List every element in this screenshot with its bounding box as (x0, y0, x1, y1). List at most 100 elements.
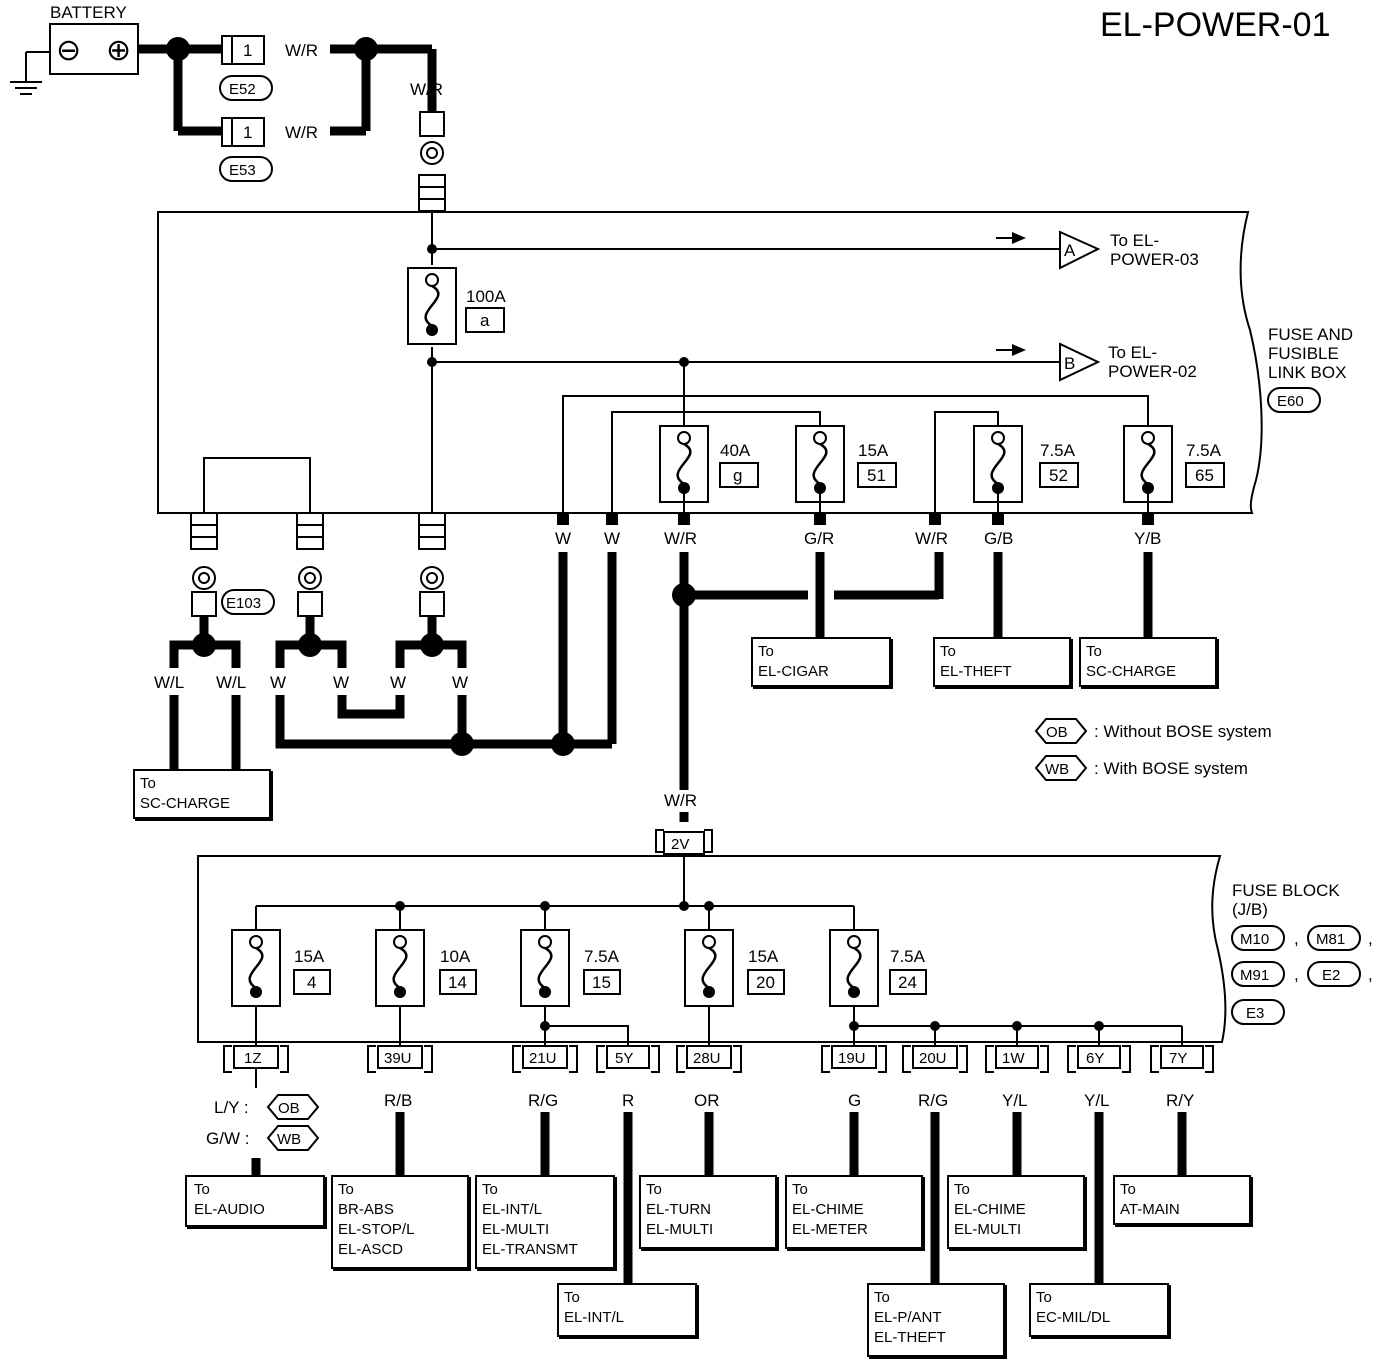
dest-el-chime-multi: To EL-CHIME EL-MULTI (947, 1175, 1085, 1249)
battery-minus-icon: ⊖ (56, 34, 81, 67)
dest-el-turn: To EL-TURN EL-MULTI (639, 1175, 777, 1249)
audio-wire-code: WB (277, 1131, 301, 1148)
wire-label: OR (694, 1091, 720, 1110)
dest-line: EL-CIGAR (758, 663, 829, 680)
pin-label: 1W (1002, 1050, 1025, 1067)
dest-line: To (940, 643, 956, 660)
pin-28u: 28U (676, 1045, 742, 1073)
dest-line: EL-CHIME (954, 1201, 1026, 1218)
connector-m81: M81 (1316, 931, 1345, 948)
separator: , (1294, 965, 1299, 984)
trunk-wire-label: W/R (664, 791, 697, 810)
dest-line: EC-MIL/DL (1036, 1309, 1110, 1326)
wire-label: R/G (918, 1091, 948, 1110)
wire-label: W/L (216, 673, 246, 692)
fuse-id: g (733, 466, 742, 485)
fuse-100a: 100A a (406, 266, 506, 346)
dest-line: EL-INT/L (564, 1309, 624, 1326)
main-feed-wire-label: W/R (410, 80, 443, 99)
wire-label: Y/L (1002, 1091, 1028, 1110)
link-box-wire-labels: W W W/R G/R W/R G/B Y/B (555, 529, 1161, 548)
dest-line: To (140, 775, 156, 792)
fusible-link-e52: 1 W/R E52 (219, 35, 318, 101)
main-feed: W/R (410, 80, 446, 212)
dest-line: To (954, 1181, 970, 1198)
output-marker-a: A To EL- POWER-03 (996, 230, 1199, 270)
battery-plus-icon: ⊕ (106, 34, 131, 67)
dest-el-cigar: To EL-CIGAR (751, 637, 891, 687)
pin-39u: 39U (367, 1045, 433, 1073)
pin-label: 39U (384, 1050, 412, 1067)
separator: , (1294, 929, 1299, 948)
dest-line: To (792, 1181, 808, 1198)
fuse-7-5a-65: 7.5A 65 (1122, 424, 1225, 513)
audio-wire-color: L/Y : (214, 1098, 249, 1117)
legend-code: OB (1046, 724, 1068, 741)
dest-line: AT-MAIN (1120, 1201, 1180, 1218)
pin-label: 1Z (244, 1050, 262, 1067)
marker-letter: A (1064, 241, 1076, 260)
fuse-block-input-pin: 2V (671, 836, 689, 853)
dest-line: To (1120, 1181, 1136, 1198)
fuse-rating: 100A (466, 287, 506, 306)
output-dest-1: To EL- (1108, 343, 1157, 362)
fuse-block-wire-labels: R/B R/G R OR G R/G Y/L Y/L R/Y L/Y : OB … (206, 1091, 1194, 1151)
dest-el-p-ant: To EL-P/ANT EL-THEFT (867, 1283, 1005, 1357)
pin-1z: 1Z (223, 1045, 289, 1073)
wire-label: Y/B (1134, 529, 1161, 548)
dest-line: EL-TRANSMT (482, 1241, 578, 1258)
fuse-rating: 15A (748, 947, 779, 966)
dest-line: EL-AUDIO (194, 1201, 265, 1218)
fuse-15a-4: 15A 4 (230, 928, 331, 1008)
separator: , (1368, 929, 1373, 948)
dest-line: EL-INT/L (482, 1201, 542, 1218)
fuse-rating: 40A (720, 441, 751, 460)
wire-label: Y/L (1084, 1091, 1110, 1110)
wire-label: R/B (384, 1091, 412, 1110)
fuse-10a-14: 10A 14 (374, 928, 477, 1008)
dest-line: To (564, 1289, 580, 1306)
wire-label: R/Y (1166, 1091, 1194, 1110)
fuse-block-label-2: (J/B) (1232, 900, 1268, 919)
wire-label: G (848, 1091, 861, 1110)
audio-wire-color: G/W : (206, 1129, 249, 1148)
wire-label: W (604, 529, 620, 548)
wire-label: G/R (804, 529, 834, 548)
fuse-15a-51: 15A 51 (794, 424, 897, 513)
fuse-rating: 7.5A (584, 947, 620, 966)
fuse-block-pins: 1Z 39U 21U 5Y 28U 19U (223, 1045, 1214, 1073)
fuse-id: 14 (448, 973, 467, 992)
fuse-id: 15 (592, 973, 611, 992)
legend-code: WB (1045, 761, 1069, 778)
wire-label: R/G (528, 1091, 558, 1110)
fuse-id: 65 (1195, 466, 1214, 485)
dest-el-audio: To EL-AUDIO (185, 1175, 325, 1227)
dest-line: SC-CHARGE (140, 795, 230, 812)
dest-line: EL-METER (792, 1221, 868, 1238)
fuse-id: 24 (898, 973, 917, 992)
dest-line: To (338, 1181, 354, 1198)
connector-e103: E103 (226, 595, 261, 612)
battery: BATTERY ⊖ ⊕ (49, 3, 139, 75)
dest-line: EL-P/ANT (874, 1309, 942, 1326)
fuse-id: 51 (867, 466, 886, 485)
wire-label: G/B (984, 529, 1013, 548)
fuse-block: FUSE BLOCK (J/B) M10 , M81 , M91 , E2 , … (197, 854, 1373, 1046)
fuse-7-5a-24: 7.5A 24 (828, 928, 927, 1008)
dest-el-chime-meter: To EL-CHIME EL-METER (785, 1175, 923, 1249)
wire-label: W (452, 673, 468, 692)
connector-m91: M91 (1240, 967, 1269, 984)
dest-line: To (1036, 1289, 1052, 1306)
dest-line: To (646, 1181, 662, 1198)
link-box-label-3: LINK BOX (1268, 363, 1346, 382)
dest-el-int-l-group: To EL-INT/L EL-MULTI EL-TRANSMT (475, 1175, 615, 1269)
fusible-link-wire: W/R (285, 41, 318, 60)
pin-label: 20U (919, 1050, 947, 1067)
link-box-bottom-pins (557, 513, 1154, 525)
fuse-block-label-1: FUSE BLOCK (1232, 881, 1340, 900)
link-box-label-2: FUSIBLE (1268, 344, 1339, 363)
fuse-rating: 7.5A (890, 947, 926, 966)
fusible-link-e53: 1 W/R E53 (219, 117, 318, 182)
pin-6y: 6Y (1067, 1045, 1131, 1073)
